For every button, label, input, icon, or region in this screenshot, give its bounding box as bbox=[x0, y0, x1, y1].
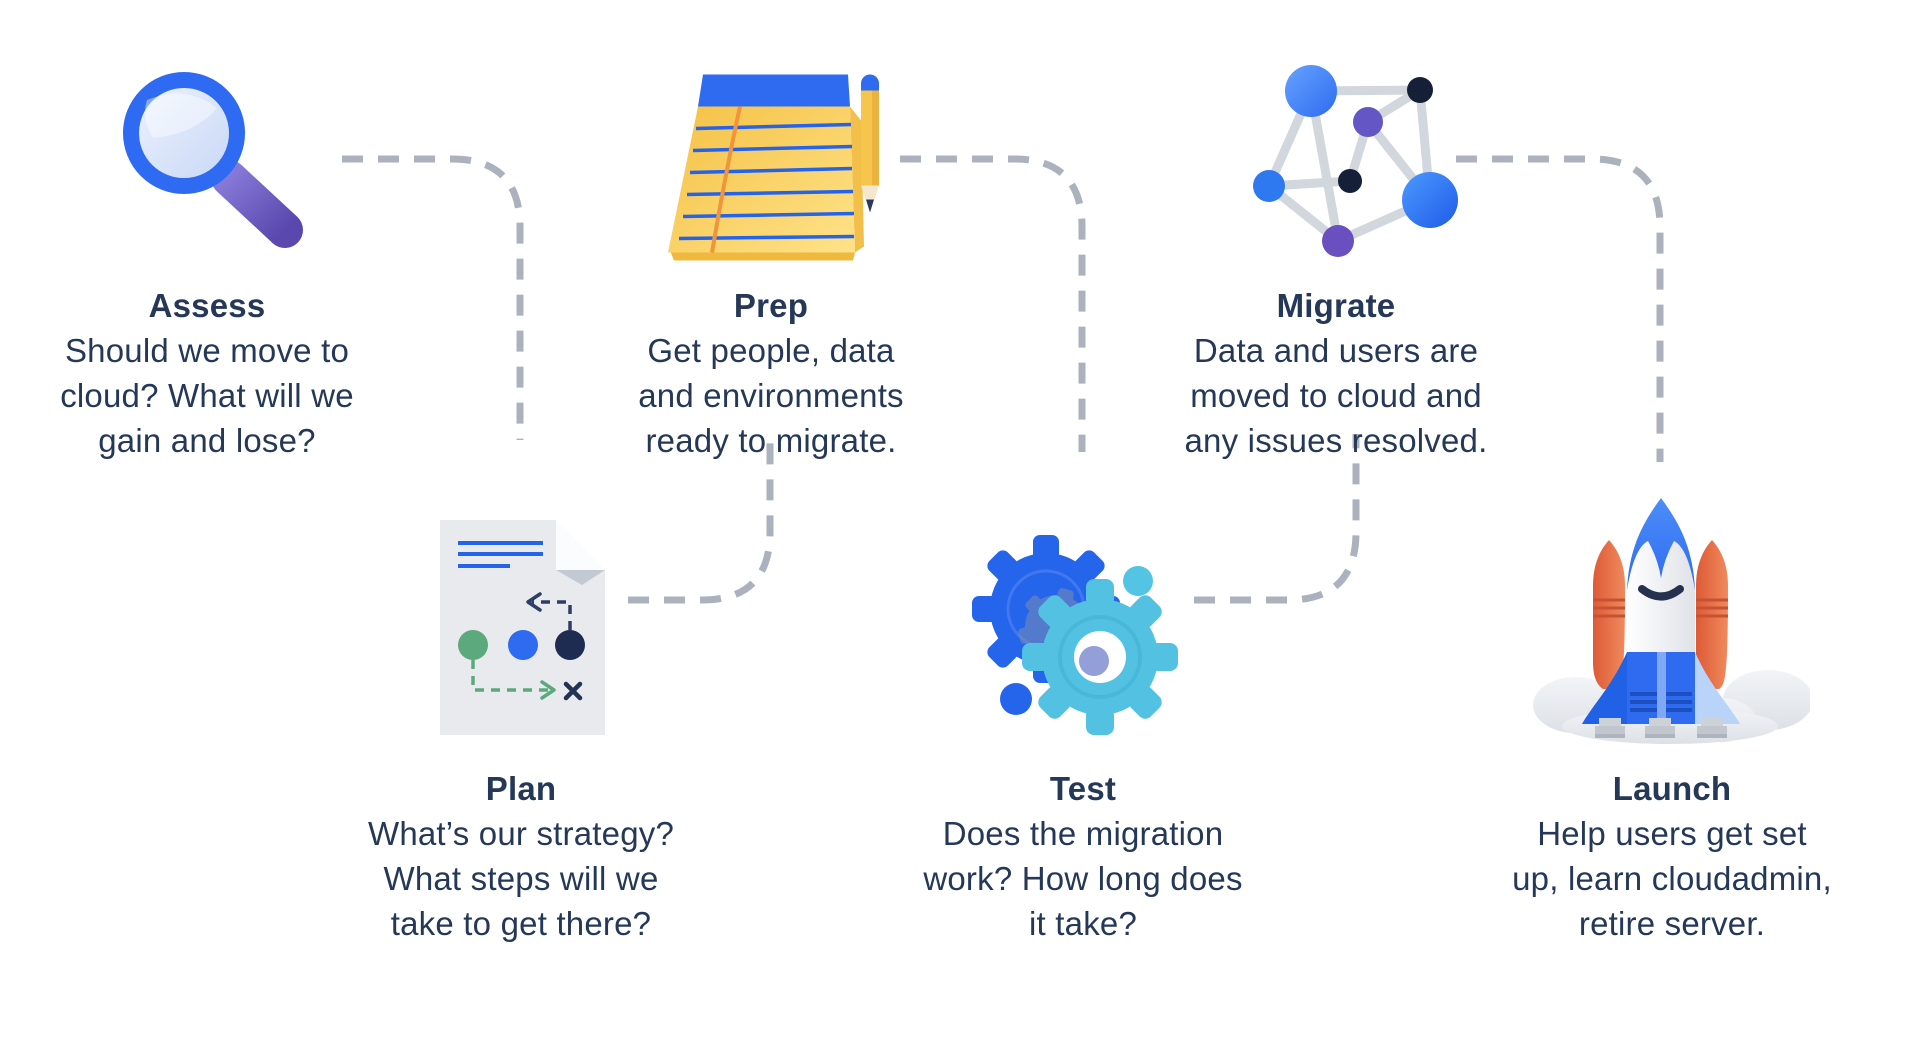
step-line: and environments bbox=[638, 377, 904, 414]
step-line: work? How long does bbox=[923, 860, 1243, 897]
step-line: ready to migrate. bbox=[645, 422, 897, 459]
step-test-text: Test Does the migration work? How long d… bbox=[873, 766, 1293, 946]
network-icon bbox=[1230, 45, 1480, 270]
step-line: retire server. bbox=[1578, 905, 1766, 942]
step-line: Help users get set bbox=[1537, 815, 1807, 852]
rocket-graphic bbox=[1533, 498, 1810, 744]
network-graphic bbox=[1253, 65, 1458, 257]
step-title: Plan bbox=[485, 770, 557, 807]
step-line: Data and users are bbox=[1193, 332, 1479, 369]
strategy-document-graphic bbox=[440, 520, 605, 735]
step-line: moved to cloud and bbox=[1190, 377, 1482, 414]
notepad-icon bbox=[660, 58, 890, 263]
step-title: Migrate bbox=[1276, 287, 1396, 324]
gears-icon bbox=[965, 530, 1180, 735]
step-line: it take? bbox=[1029, 905, 1137, 942]
step-line: Should we move to bbox=[64, 332, 350, 369]
step-title: Test bbox=[1049, 770, 1117, 807]
pencil-icon bbox=[861, 74, 879, 213]
step-assess-text: Assess Should we move to cloud? What wil… bbox=[0, 283, 417, 463]
step-line: any issues resolved. bbox=[1184, 422, 1488, 459]
step-line: cloud? What will we bbox=[60, 377, 354, 414]
magnifier-graphic bbox=[123, 72, 303, 248]
step-launch-text: Launch Help users get set up, learn clou… bbox=[1462, 766, 1882, 946]
step-line: Get people, data bbox=[647, 332, 895, 369]
strategy-document-icon bbox=[438, 518, 608, 738]
notepad-graphic bbox=[668, 74, 879, 261]
gears-graphic bbox=[972, 535, 1178, 735]
step-line: gain and lose? bbox=[98, 422, 316, 459]
magnifier-icon bbox=[95, 62, 310, 262]
rocket-icon bbox=[1530, 490, 1810, 755]
step-title: Prep bbox=[733, 287, 809, 324]
step-title: Launch bbox=[1612, 770, 1732, 807]
step-migrate-text: Migrate Data and users are moved to clou… bbox=[1126, 283, 1546, 463]
step-line: Does the migration bbox=[942, 815, 1224, 852]
step-line: What’s our strategy? bbox=[367, 815, 675, 852]
step-line: up, learn cloudadmin, bbox=[1512, 860, 1832, 897]
connector-plan-prep bbox=[628, 440, 774, 604]
step-line: What steps will we bbox=[383, 860, 659, 897]
step-title: Assess bbox=[148, 287, 266, 324]
landing-pads bbox=[1595, 718, 1727, 738]
step-prep-text: Prep Get people, data and environments r… bbox=[561, 283, 981, 463]
gear-cyan bbox=[1022, 579, 1178, 735]
step-plan-text: Plan What’s our strategy? What steps wil… bbox=[311, 766, 731, 946]
step-line: take to get there? bbox=[390, 905, 652, 942]
